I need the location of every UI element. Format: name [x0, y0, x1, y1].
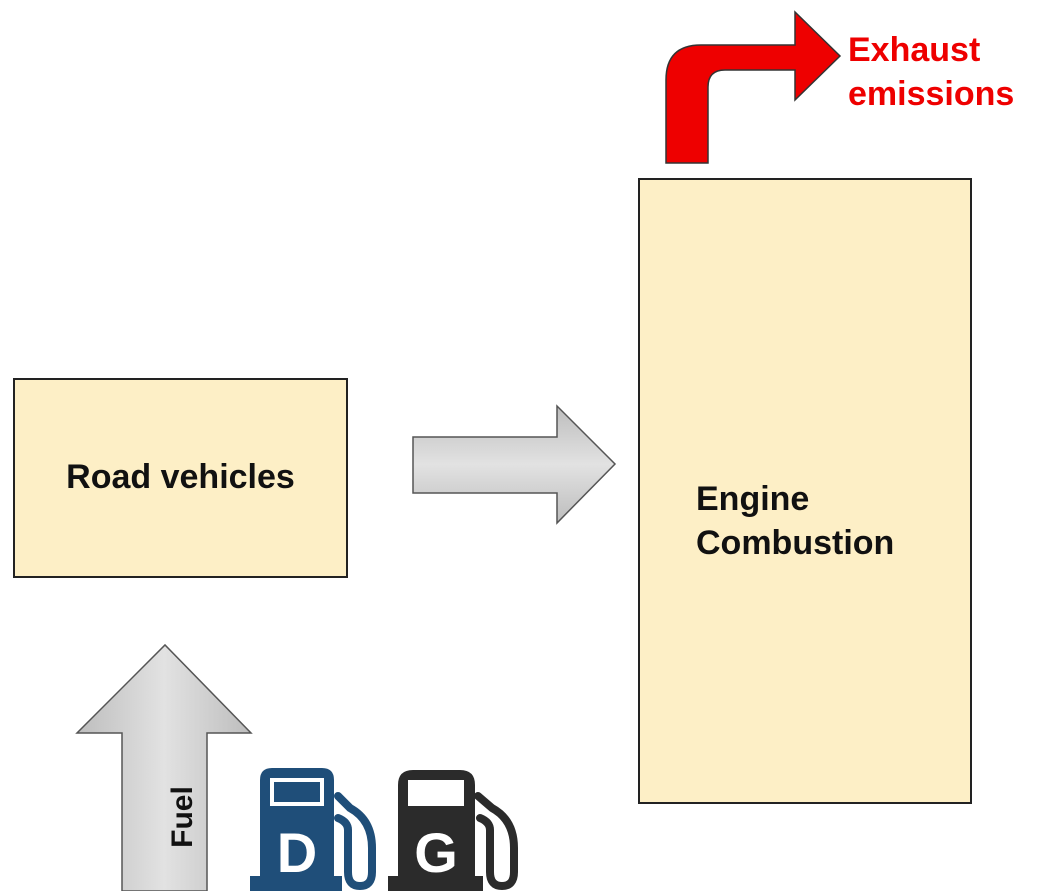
- diesel-pump-icon: [250, 768, 376, 891]
- gasoline-letter: G: [414, 821, 458, 884]
- road-vehicles-label: Road vehicles: [66, 458, 295, 497]
- fuel-label: Fuel: [166, 786, 199, 848]
- diesel-letter: D: [277, 821, 317, 884]
- exhaust-arrow: [665, 10, 842, 164]
- engine-combustion-label: Engine Combustion: [696, 480, 895, 562]
- fuel-arrow-up: [75, 643, 253, 891]
- engine-combustion-box: Engine Combustion: [638, 178, 972, 804]
- gasoline-pump-icon: [388, 770, 518, 891]
- flow-arrow-right: [412, 404, 617, 525]
- exhaust-emissions-label: Exhaust emissions: [848, 31, 1015, 114]
- road-vehicles-box: Road vehicles: [13, 378, 348, 578]
